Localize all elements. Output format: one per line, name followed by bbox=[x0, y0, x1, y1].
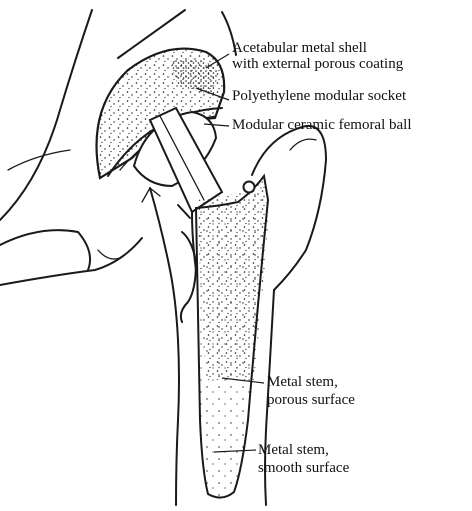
label-acetabular-shell-line1: Acetabular metal shell bbox=[232, 40, 367, 57]
label-stem-porous-line1: Metal stem, bbox=[267, 374, 338, 391]
label-acetabular-shell-line2: with external porous coating bbox=[232, 56, 403, 73]
label-stem-porous-line2: porous surface bbox=[267, 392, 355, 409]
label-stem-smooth-line2: smooth surface bbox=[258, 460, 349, 477]
label-stem-smooth-line1: Metal stem, bbox=[258, 442, 329, 459]
label-ceramic-femoral-ball: Modular ceramic femoral ball bbox=[232, 117, 412, 134]
label-polyethylene-socket: Polyethylene modular socket bbox=[232, 88, 406, 105]
